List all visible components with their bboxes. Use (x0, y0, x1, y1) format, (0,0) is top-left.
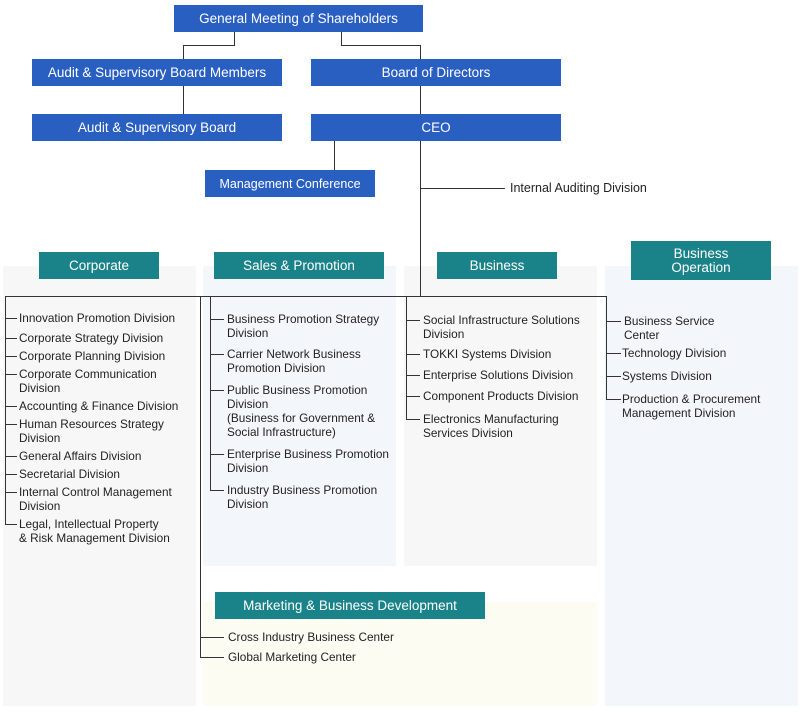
marketing-header: Marketing & Business Development (215, 592, 485, 619)
corporate-item: Corporate Strategy Division (19, 331, 164, 345)
corporate-item: Corporate Planning Division (19, 349, 166, 363)
operation-item: Systems Division (622, 369, 712, 383)
business-item: Social Infrastructure Solutions Division (423, 313, 580, 341)
internal-auditing-label: Internal Auditing Division (510, 181, 647, 195)
sales-item: Business Promotion Strategy Division (227, 312, 380, 340)
marketing-item: Global Marketing Center (228, 650, 356, 664)
audit-members-box: Audit & Supervisory Board Members (32, 59, 282, 86)
marketing-panel (203, 602, 597, 706)
business-item: TOKKI Systems Division (423, 347, 552, 361)
corporate-panel (3, 266, 196, 706)
corporate-item: Human Resources Strategy Division (19, 417, 164, 445)
corporate-item: Secretarial Division (19, 467, 120, 481)
business-item: Component Products Division (423, 389, 579, 403)
sales-item: Carrier Network Business Promotion Divis… (227, 347, 361, 375)
operation-item: Production & Procurement Management Divi… (622, 392, 761, 420)
business-item: Enterprise Solutions Division (423, 368, 574, 382)
sales-header: Sales & Promotion (214, 252, 384, 279)
business-item: Electronics Manufacturing Services Divis… (423, 412, 559, 440)
sales-item: Public Business Promotion Division (Busi… (227, 383, 376, 439)
operation-header: Business Operation (631, 241, 771, 280)
business-panel (404, 266, 597, 566)
operation-panel (605, 266, 798, 706)
management-conference-box: Management Conference (205, 170, 375, 197)
corporate-item: Accounting & Finance Division (19, 399, 179, 413)
corporate-item: General Affairs Division (19, 449, 142, 463)
board-of-directors-box: Board of Directors (311, 59, 561, 86)
corporate-header: Corporate (39, 252, 159, 279)
corporate-item: Innovation Promotion Division (19, 311, 176, 325)
business-header: Business (437, 252, 557, 279)
operation-item: Business Service Center (624, 314, 715, 342)
sales-panel (203, 266, 396, 566)
operation-item: Technology Division (622, 346, 727, 360)
corporate-item: Legal, Intellectual Property & Risk Mana… (19, 517, 170, 545)
sales-item: Industry Business Promotion Division (227, 483, 378, 511)
ceo-box: CEO (311, 114, 561, 141)
marketing-item: Cross Industry Business Center (228, 630, 394, 644)
shareholders-box: General Meeting of Shareholders (174, 5, 423, 32)
audit-board-box: Audit & Supervisory Board (32, 114, 282, 141)
corporate-item: Internal Control Management Division (19, 485, 172, 513)
sales-item: Enterprise Business Promotion Division (227, 447, 389, 475)
corporate-item: Corporate Communication Division (19, 367, 157, 395)
